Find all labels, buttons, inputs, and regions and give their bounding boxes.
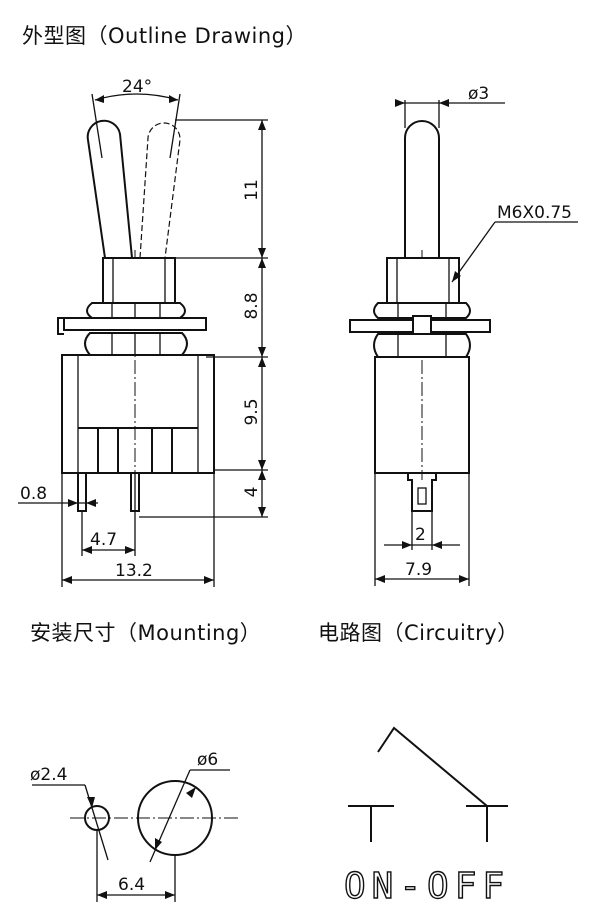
lock-washer	[63, 317, 207, 331]
circuit-diagram: ON-OFF	[343, 726, 510, 908]
side-body	[374, 356, 470, 474]
dim-bushing-height: 8.8	[242, 292, 262, 319]
pin-left	[77, 472, 87, 512]
dim-pin-width: 0.8	[20, 484, 47, 504]
dim-large-hole: ø6	[197, 750, 218, 770]
thread-spec: M6X0.75	[497, 203, 572, 223]
hex-nut-top	[86, 302, 186, 319]
dim-side-pin-width: 2	[415, 525, 426, 545]
hex-nut-bottom	[84, 332, 188, 356]
outline-drawing-title: 外型图（Outline Drawing）	[22, 24, 307, 48]
dim-body-height: 9.5	[242, 398, 262, 425]
circuitry-title: 电路图（Circuitry）	[318, 621, 519, 645]
front-view-dimensions: 11 8.8 9.5 4 0.8 4.7 13.2	[18, 119, 268, 587]
angle-line-left	[91, 93, 103, 159]
dim-lever-diameter: ø3	[468, 84, 489, 104]
angle-arrow-left	[95, 95, 104, 103]
dim-pin-pitch: 4.7	[90, 530, 117, 550]
side-hex-nut-bottom	[373, 333, 471, 358]
terminal-blocks	[78, 427, 198, 473]
dim-body-width: 13.2	[115, 561, 153, 581]
dim-pin-height: 4	[242, 487, 262, 498]
side-view	[349, 120, 491, 512]
dim-small-hole: ø2.4	[30, 765, 67, 785]
mounting-view: ø2.4 ø6 6.4	[30, 750, 240, 902]
washer-tab	[57, 317, 64, 335]
toggle-lever	[86, 119, 133, 259]
switch-body	[61, 354, 215, 474]
side-view-dimensions: ø3 M6X0.75 2 7.9	[374, 84, 578, 586]
side-pin	[407, 473, 437, 512]
bushing	[102, 257, 176, 305]
side-bushing	[386, 257, 460, 305]
front-view: 24°	[57, 77, 215, 512]
side-lever	[404, 120, 440, 258]
toggle-lever-alt-position	[139, 122, 181, 259]
mounting-title: 安装尺寸（Mounting）	[30, 621, 261, 645]
dim-hole-spacing: 6.4	[118, 875, 145, 895]
circuit-switch-arm	[377, 726, 488, 807]
angle-line-right	[169, 93, 181, 159]
side-pin-hole	[417, 487, 427, 505]
dim-body-depth: 7.9	[405, 560, 432, 580]
angle-label: 24°	[122, 77, 152, 97]
dim-lever-height: 11	[242, 179, 262, 201]
angle-arrow-right	[169, 95, 178, 103]
circuit-type-label: ON-OFF	[344, 866, 510, 907]
